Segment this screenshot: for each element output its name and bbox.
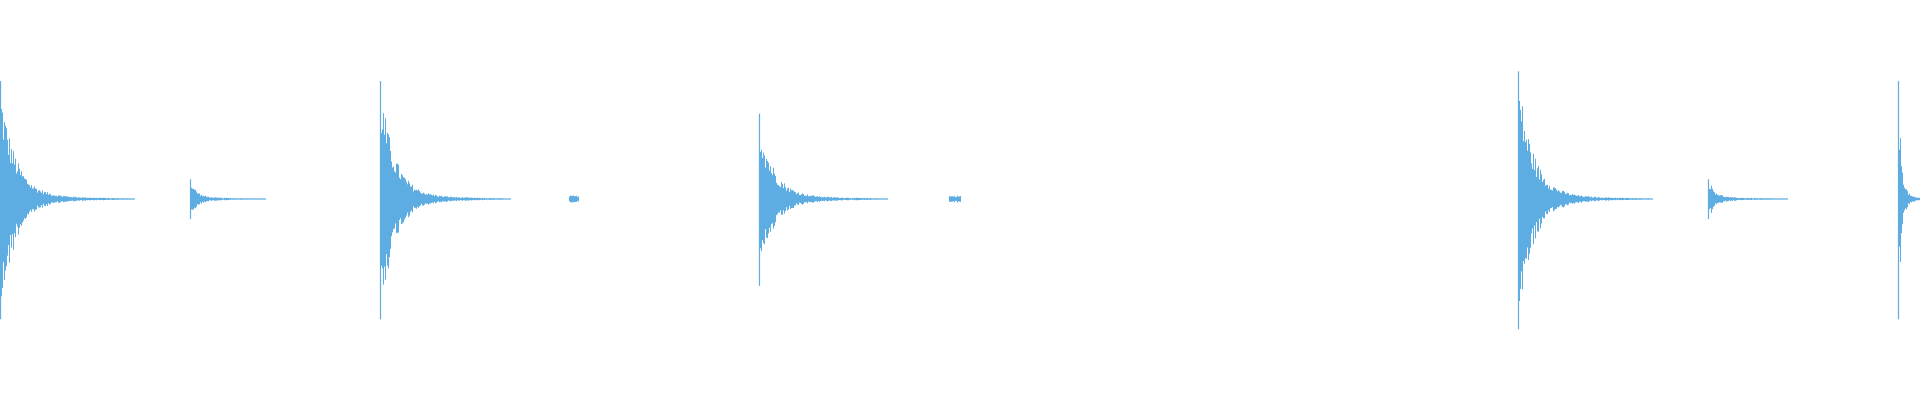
waveform-event-trace [1898, 116, 1920, 287]
waveform-event-ghost [1707, 179, 1788, 219]
waveform-event-main [0, 81, 135, 320]
waveform-event-trace [380, 113, 511, 285]
waveform-events-layer [0, 71, 1920, 330]
waveform-event-tick [568, 195, 579, 203]
waveform-event-ghost [189, 179, 266, 219]
waveform-event-main [1897, 81, 1920, 320]
waveform-event-main [758, 113, 888, 286]
waveform-event-main [379, 81, 511, 320]
waveform-event-trace [0, 101, 135, 297]
waveform-event-trace [1708, 185, 1788, 213]
waveform-event-tick [948, 195, 961, 203]
waveform-event-main [1517, 71, 1653, 330]
waveform-event-trace [190, 182, 266, 218]
waveform-event-trace [569, 195, 579, 203]
waveform-event-trace [1518, 101, 1653, 301]
waveform-event-trace [949, 195, 961, 203]
waveform-event-trace [759, 132, 888, 263]
